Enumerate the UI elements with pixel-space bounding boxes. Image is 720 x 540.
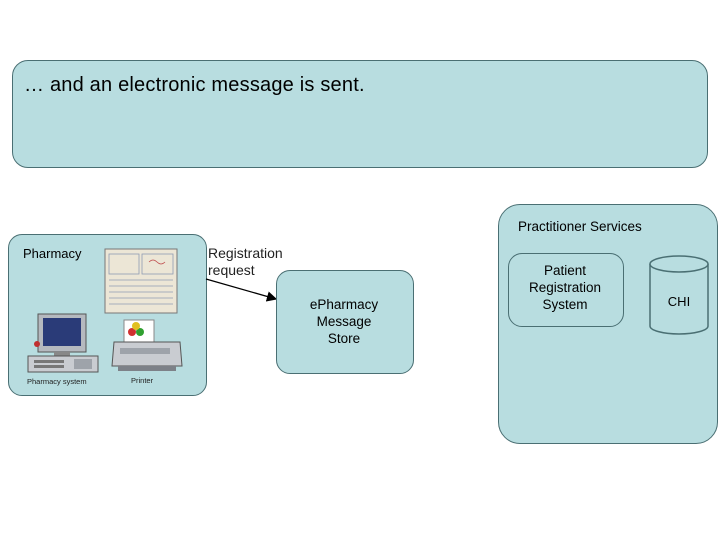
store-line-3: Store <box>327 331 361 346</box>
pharmacy-computer-icon <box>27 313 99 373</box>
registration-request-label: Registration request <box>208 245 283 279</box>
patient-registration-system-box <box>508 253 624 327</box>
reg-sys-line-1: Patient <box>543 263 587 278</box>
chi-database-icon <box>649 255 709 335</box>
chi-label: CHI <box>667 294 691 309</box>
pharmacy-label: Pharmacy <box>23 246 82 261</box>
title-banner <box>12 60 708 168</box>
banner-title: … and an electronic message is sent. <box>24 74 365 96</box>
form-document-icon <box>104 248 178 314</box>
pharmacy-system-caption: Pharmacy system <box>27 377 87 386</box>
reg-sys-line-2: Registration <box>528 280 602 295</box>
epharmacy-message-store-label: ePharmacy Message Store <box>276 296 412 347</box>
store-line-2: Message <box>316 314 372 329</box>
patient-registration-system-label: Patient Registration System <box>508 262 622 313</box>
printer-caption: Printer <box>131 376 154 385</box>
printer-icon <box>111 319 183 371</box>
practitioner-services-label: Practitioner Services <box>518 219 642 234</box>
epharmacy-message-store-box <box>276 270 414 374</box>
reg-req-line-1: Registration <box>208 245 283 261</box>
store-line-1: ePharmacy <box>309 297 379 312</box>
reg-sys-line-3: System <box>542 297 588 312</box>
reg-req-line-2: request <box>208 262 255 278</box>
message-arrow <box>205 278 278 302</box>
